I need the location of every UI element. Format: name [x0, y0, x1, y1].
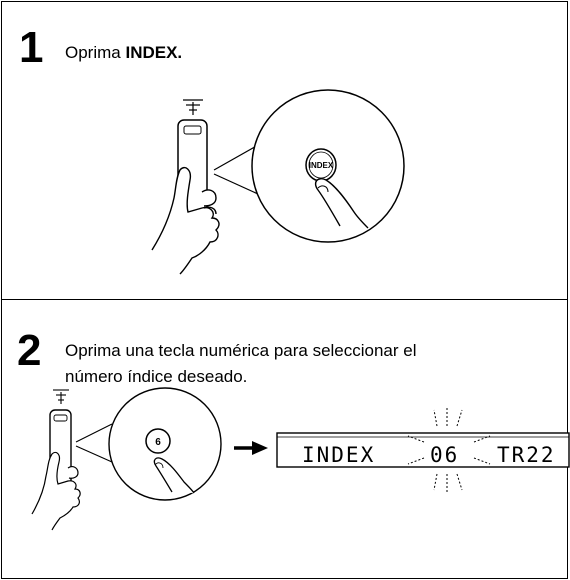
step-1-illustration: INDEX — [151, 89, 405, 275]
hand-icon — [31, 451, 81, 531]
arrow-right-icon — [234, 441, 268, 455]
step-2-number: 2 — [17, 326, 42, 375]
display-track: TR22 — [497, 443, 556, 467]
step-2-line-2: número índice deseado. — [65, 367, 248, 386]
hand-icon — [151, 166, 220, 275]
number-button-label: 6 — [155, 437, 161, 448]
display-label: INDEX — [302, 443, 375, 467]
finger-icon — [153, 457, 195, 494]
number-6-button-icon — [145, 428, 171, 454]
lcd-display — [276, 432, 570, 468]
step-2-line-1: Oprima una tecla numérica para seleccion… — [65, 341, 417, 360]
step-1-panel: 1 Oprima INDEX. INDEX — [1, 1, 568, 301]
index-button-label: INDEX — [309, 161, 334, 170]
step-2-illustration: 6 INDEX 06 TR22 — [31, 387, 570, 531]
finger-icon — [314, 178, 369, 229]
step-1-number: 1 — [19, 23, 44, 72]
step-2-instruction: Oprima una tecla numérica para seleccion… — [65, 338, 417, 390]
signal-waves-icon — [53, 389, 69, 404]
step-2-panel: 2 Oprima una tecla numérica para selecci… — [1, 299, 570, 579]
step-1-instruction: Oprima INDEX. — [65, 43, 183, 62]
display-index-value: 06 — [430, 443, 459, 467]
signal-waves-icon — [183, 99, 203, 115]
blinking-rays-icon — [407, 408, 491, 492]
